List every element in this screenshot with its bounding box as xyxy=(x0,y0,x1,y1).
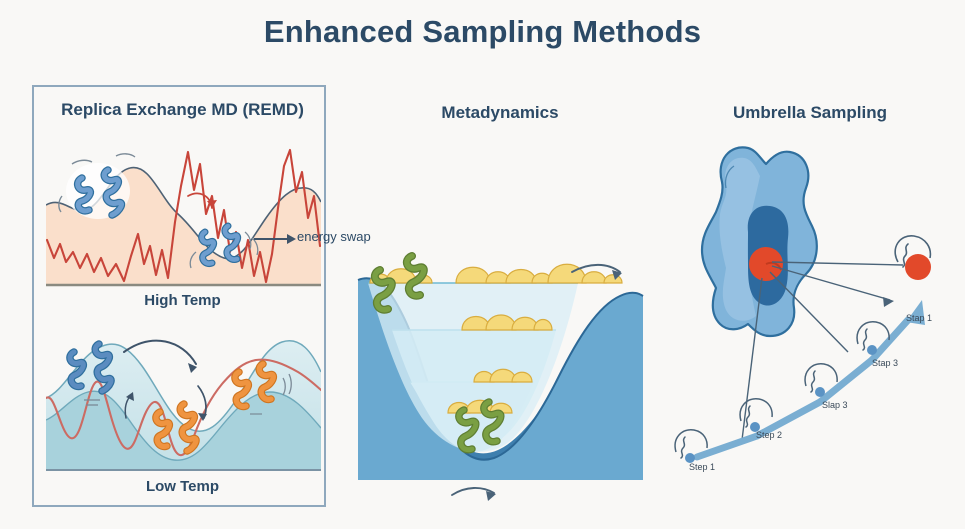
umbrella-vector-3 xyxy=(769,271,849,353)
low-temp-label: Low Temp xyxy=(145,478,220,495)
protein-coil-green-top xyxy=(370,252,428,314)
protein-coil-orange-2 xyxy=(231,360,292,415)
low-temp-descend-arrowhead xyxy=(198,413,207,421)
meta-top-arrow xyxy=(571,263,621,273)
panel-title-umbrella: Umbrella Sampling xyxy=(733,103,887,122)
metadynamics-diagram xyxy=(357,252,644,501)
umbrella-window-1 xyxy=(739,398,773,432)
umbrella-vector-2 xyxy=(771,265,891,301)
umbrella-step-label-1: Step 1 xyxy=(689,462,716,472)
low-temp-landscape xyxy=(46,339,321,470)
page-title: Enhanced Sampling Methods xyxy=(263,14,702,49)
meta-gaussian-row-lower xyxy=(473,368,533,383)
low-temp-transition-arrow xyxy=(123,339,197,365)
umbrella-step-label-4: Stap 3 xyxy=(872,358,899,368)
energy-swap-label: energy swap xyxy=(297,229,371,244)
meta-bottom-arrowhead xyxy=(486,491,496,501)
umbrella-blob-detail xyxy=(724,165,735,189)
umbrella-step-label-3: Slap 3 xyxy=(822,400,848,410)
umbrella-sampling-diagram xyxy=(674,146,932,463)
umbrella-vector-4 xyxy=(741,277,763,441)
umbrella-window-0 xyxy=(674,429,708,463)
energy-swap-arrowhead xyxy=(287,234,296,244)
umbrella-ligand-free xyxy=(905,254,931,280)
umbrella-window-3 xyxy=(856,321,890,355)
meta-gaussian-row-upper xyxy=(461,314,553,331)
protein-coil-green-bottom xyxy=(455,398,505,454)
high-temp-swap-arrowhead xyxy=(207,200,217,208)
protein-coil-blue-cold xyxy=(66,340,115,406)
high-temp-trajectory xyxy=(46,148,321,284)
low-temp-surface-back-line xyxy=(46,390,321,461)
umbrella-step-label-5: Stap 1 xyxy=(906,313,933,323)
umbrella-step-label-2: Step 2 xyxy=(756,430,783,440)
low-temp-surface-back xyxy=(46,391,321,470)
umbrella-window-2 xyxy=(804,363,838,397)
umbrella-vector-1 xyxy=(771,261,904,266)
high-temp-label: High Temp xyxy=(144,292,221,309)
umbrella-free-ligand-squiggle xyxy=(902,243,909,268)
umbrella-reaction-path xyxy=(693,300,925,461)
low-temp-transition-arrowhead xyxy=(188,363,197,373)
meta-bottom-arrow xyxy=(451,487,495,496)
umbrella-free-ligand-coil xyxy=(894,235,932,263)
meta-inner-well xyxy=(358,278,643,480)
low-temp-ascend-arrowhead xyxy=(126,392,134,401)
panel-title-metadynamics: Metadynamics xyxy=(441,103,559,122)
protein-coil-blue-hot-1 xyxy=(58,153,136,219)
low-temp-trajectory xyxy=(46,358,321,457)
umbrella-protein-highlight xyxy=(719,157,760,321)
panel-title-remd: Replica Exchange MD (REMD) xyxy=(61,100,304,119)
protein-coil-blue-hot-2 xyxy=(189,222,259,269)
umbrella-vector-2-arrowhead xyxy=(883,297,894,307)
meta-top-arrowhead xyxy=(612,270,622,280)
remd-panel-border xyxy=(32,85,326,507)
protein-coil-orange-1 xyxy=(152,400,200,455)
